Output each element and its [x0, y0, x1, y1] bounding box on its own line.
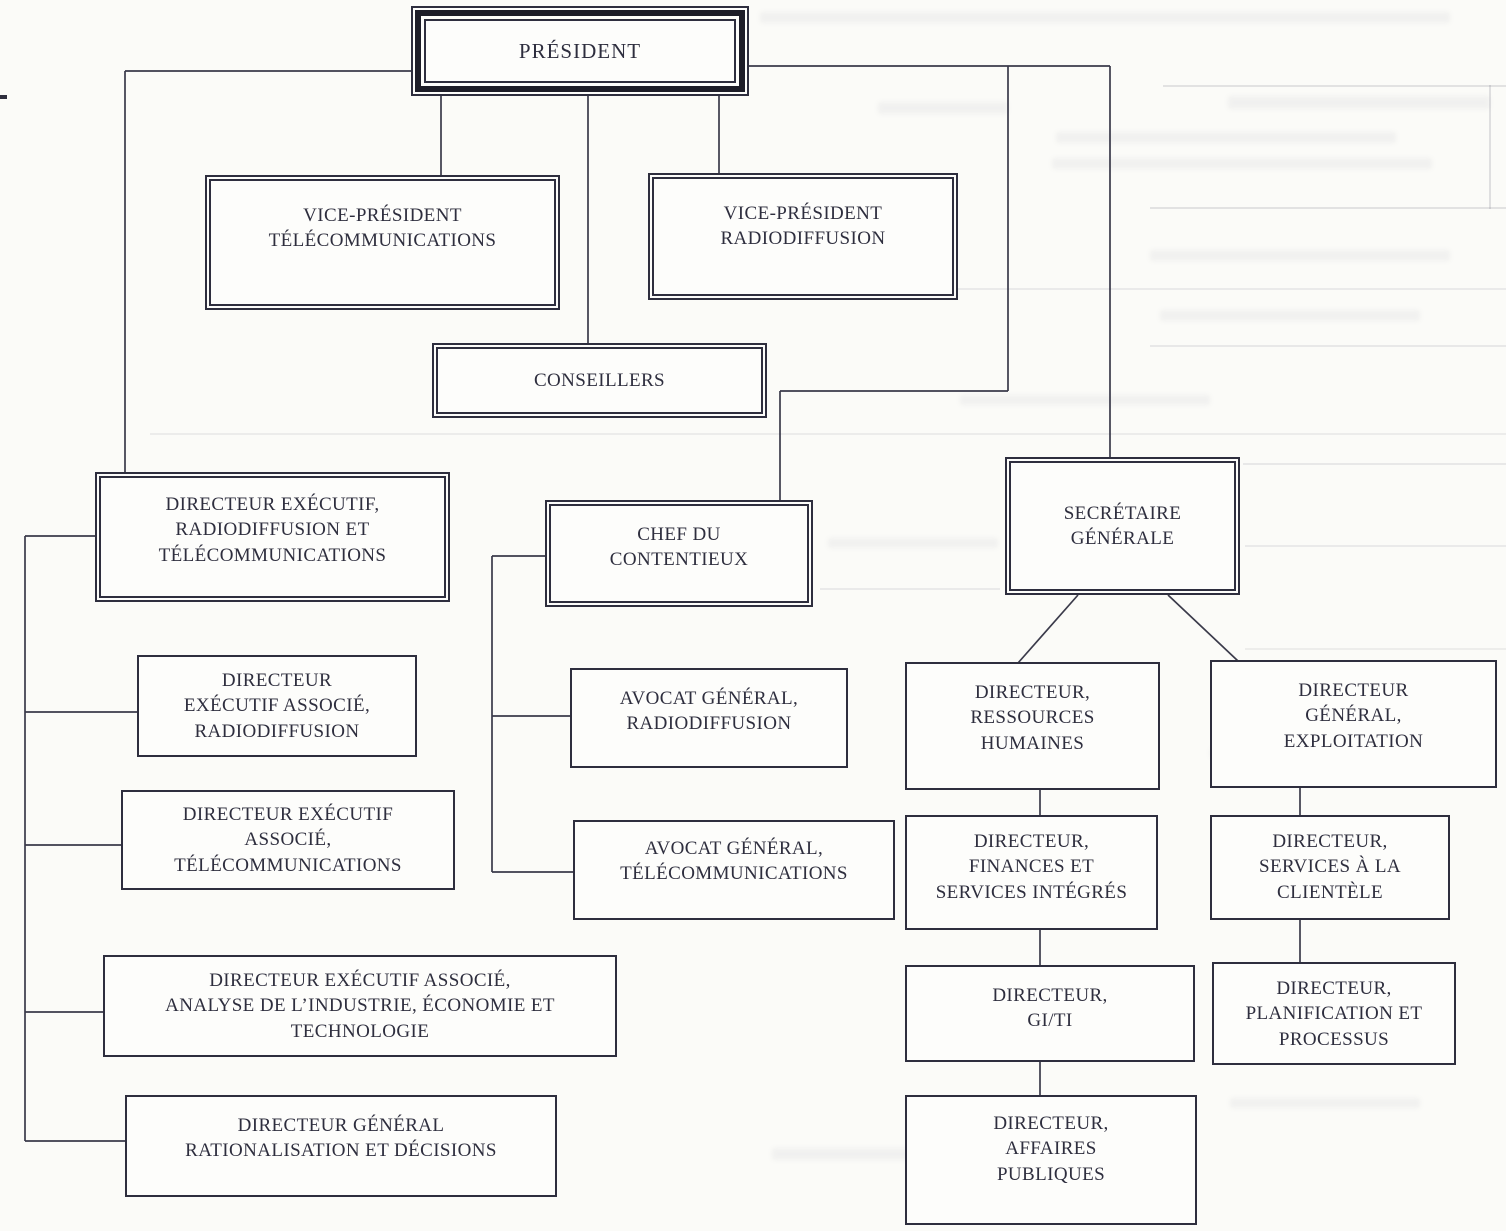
org-node-directeur-affaires-publiques: DIRECTEUR, AFFAIRES PUBLIQUES — [905, 1095, 1197, 1225]
org-node-vice-president-radiodiffusion: VICE-PRÉSIDENT RADIODIFFUSION — [648, 173, 958, 300]
org-node-label: DIRECTEUR GÉNÉRAL, EXPLOITATION — [1283, 680, 1424, 752]
org-node-directeur-executif-associe-telecommunications: DIRECTEUR EXÉCUTIF ASSOCIÉ, TÉLÉCOMMUNIC… — [121, 790, 455, 890]
org-node-label: PRÉSIDENT — [518, 38, 642, 63]
org-node-avocat-general-radiodiffusion: AVOCAT GÉNÉRAL, RADIODIFFUSION — [570, 668, 848, 768]
org-node-directeur-ressources-humaines: DIRECTEUR, RESSOURCES HUMAINES — [905, 662, 1160, 790]
org-node-label: AVOCAT GÉNÉRAL, RADIODIFFUSION — [619, 688, 799, 735]
org-node-president: PRÉSIDENT — [415, 10, 745, 92]
org-node-directeur-executif-associe-radiodiffusion: DIRECTEUR EXÉCUTIF ASSOCIÉ, RADIODIFFUSI… — [137, 655, 417, 757]
org-node-label: DIRECTEUR, FINANCES ET SERVICES INTÉGRÉS — [935, 831, 1128, 903]
org-node-chef-du-contentieux: CHEF DU CONTENTIEUX — [545, 500, 813, 607]
org-node-directeur-finances-services-integres: DIRECTEUR, FINANCES ET SERVICES INTÉGRÉS — [905, 815, 1158, 930]
org-node-label: DIRECTEUR, SERVICES À LA CLIENTÈLE — [1259, 831, 1401, 903]
connector-line — [1017, 594, 1079, 664]
org-node-directeur-executif-radiodiffusion-telecommunications: DIRECTEUR EXÉCUTIF, RADIODIFFUSION ET TÉ… — [95, 472, 450, 602]
org-node-secretaire-generale: SECRÉTAIRE GÉNÉRALE — [1005, 457, 1240, 595]
org-node-directeur-general-exploitation: DIRECTEUR GÉNÉRAL, EXPLOITATION — [1210, 660, 1497, 788]
org-node-directeur-planification-processus: DIRECTEUR, PLANIFICATION ET PROCESSUS — [1212, 962, 1456, 1065]
org-node-label: DIRECTEUR EXÉCUTIF ASSOCIÉ, RADIODIFFUSI… — [183, 669, 371, 742]
org-node-label: DIRECTEUR, RESSOURCES HUMAINES — [970, 682, 1095, 754]
org-node-label: DIRECTEUR EXÉCUTIF ASSOCIÉ, ANALYSE DE L… — [165, 969, 555, 1042]
org-node-directeur-executif-associe-analyse-industrie: DIRECTEUR EXÉCUTIF ASSOCIÉ, ANALYSE DE L… — [103, 955, 617, 1057]
org-node-label: DIRECTEUR EXÉCUTIF ASSOCIÉ, TÉLÉCOMMUNIC… — [174, 803, 402, 876]
org-node-label: SECRÉTAIRE GÉNÉRALE — [1063, 502, 1182, 549]
org-node-label: VICE-PRÉSIDENT RADIODIFFUSION — [720, 203, 886, 250]
org-node-label: CHEF DU CONTENTIEUX — [609, 524, 749, 571]
org-node-avocat-general-telecommunications: AVOCAT GÉNÉRAL, TÉLÉCOMMUNICATIONS — [573, 820, 895, 920]
org-node-conseillers: CONSEILLERS — [432, 343, 767, 418]
org-node-vice-president-telecommunications: VICE-PRÉSIDENT TÉLÉCOMMUNICATIONS — [205, 175, 560, 310]
org-node-label: DIRECTEUR, GI/TI — [992, 985, 1108, 1032]
org-node-directeur-services-clientele: DIRECTEUR, SERVICES À LA CLIENTÈLE — [1210, 815, 1450, 920]
org-node-label: DIRECTEUR, PLANIFICATION ET PROCESSUS — [1245, 978, 1423, 1050]
org-node-label: DIRECTEUR EXÉCUTIF, RADIODIFFUSION ET TÉ… — [158, 494, 387, 566]
org-node-label: AVOCAT GÉNÉRAL, TÉLÉCOMMUNICATIONS — [620, 838, 848, 885]
org-node-directeur-gi-ti: DIRECTEUR, GI/TI — [905, 965, 1195, 1062]
org-node-label: CONSEILLERS — [533, 369, 666, 391]
org-node-directeur-general-rationalisation-decisions: DIRECTEUR GÉNÉRAL RATIONALISATION ET DÉC… — [125, 1095, 557, 1197]
org-node-label: DIRECTEUR GÉNÉRAL RATIONALISATION ET DÉC… — [185, 1115, 497, 1162]
org-node-label: VICE-PRÉSIDENT TÉLÉCOMMUNICATIONS — [268, 205, 497, 252]
connector-line — [1167, 594, 1239, 662]
org-node-label: DIRECTEUR, AFFAIRES PUBLIQUES — [993, 1113, 1109, 1185]
